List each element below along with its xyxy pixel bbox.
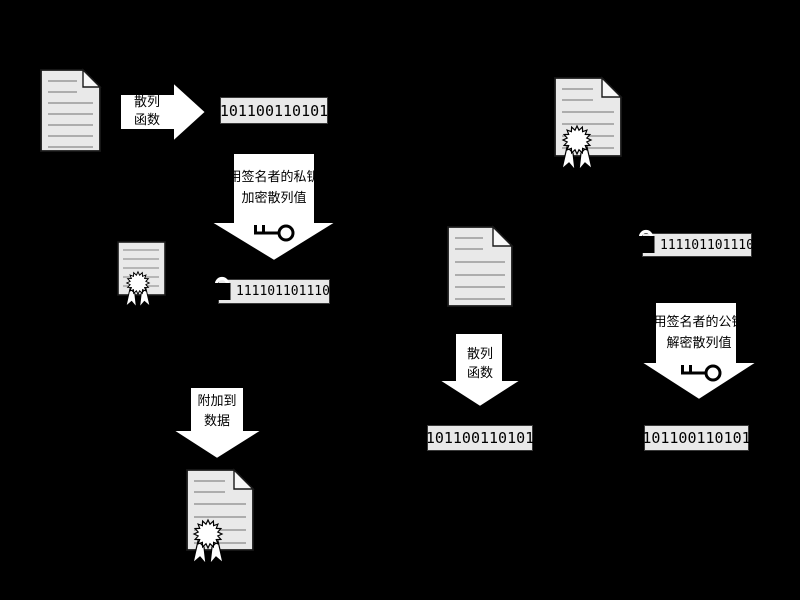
encrypt-with-private-key-arrow <box>206 152 341 263</box>
hash-function-label: 散列 函数 <box>118 93 176 129</box>
encrypt-label: 用签名者的私钥 加密散列值 <box>216 166 332 208</box>
encrypt-label-line1: 用签名者的私钥 <box>228 169 320 184</box>
decrypt-label-line2: 解密散列值 <box>666 335 732 350</box>
received-data-document-icon <box>447 225 514 307</box>
decrypt-label: 用签名者的公钥 解密散列值 <box>638 311 760 353</box>
hash-function-label-line1: 散列 <box>133 94 160 109</box>
received-signed-document-icon <box>554 76 623 171</box>
encrypted-hash-box: 111101101110 <box>218 279 330 304</box>
private-key-icon <box>252 223 295 242</box>
hash-function-label-line2: 函数 <box>133 112 160 127</box>
signed-document-icon <box>186 468 255 565</box>
append-to-data-arrow <box>168 386 267 461</box>
hash-function-verify-label-line1: 散列 <box>466 346 493 361</box>
decrypt-label-line1: 用签名者的公钥 <box>653 314 745 329</box>
decrypted-hash-box: 101100110101 <box>642 425 751 451</box>
append-label-line1: 附加到 <box>197 393 237 408</box>
certificate-seal-icon <box>125 271 151 308</box>
public-key-icon <box>679 363 722 382</box>
certificate-seal-icon <box>192 519 224 565</box>
signature-document-icon <box>117 241 166 308</box>
certificate-seal-icon <box>561 125 593 171</box>
append-label-line2: 数据 <box>203 413 230 428</box>
encrypt-label-line2: 加密散列值 <box>241 190 307 205</box>
computed-hash-box: 101100110101 <box>426 425 534 451</box>
hash-function-arrow-verify <box>434 332 526 409</box>
decrypt-with-public-key-arrow <box>636 301 762 402</box>
data-document-icon <box>40 68 102 152</box>
hash-function-arrow <box>119 79 208 145</box>
hash-value-box: 101100110101 <box>220 97 328 124</box>
received-signature-box: 111101101110 <box>642 233 754 257</box>
hash-function-verify-label-line2: 函数 <box>466 365 493 380</box>
append-label: 附加到 数据 <box>180 391 254 431</box>
hash-function-verify-label: 散列 函数 <box>451 344 509 382</box>
